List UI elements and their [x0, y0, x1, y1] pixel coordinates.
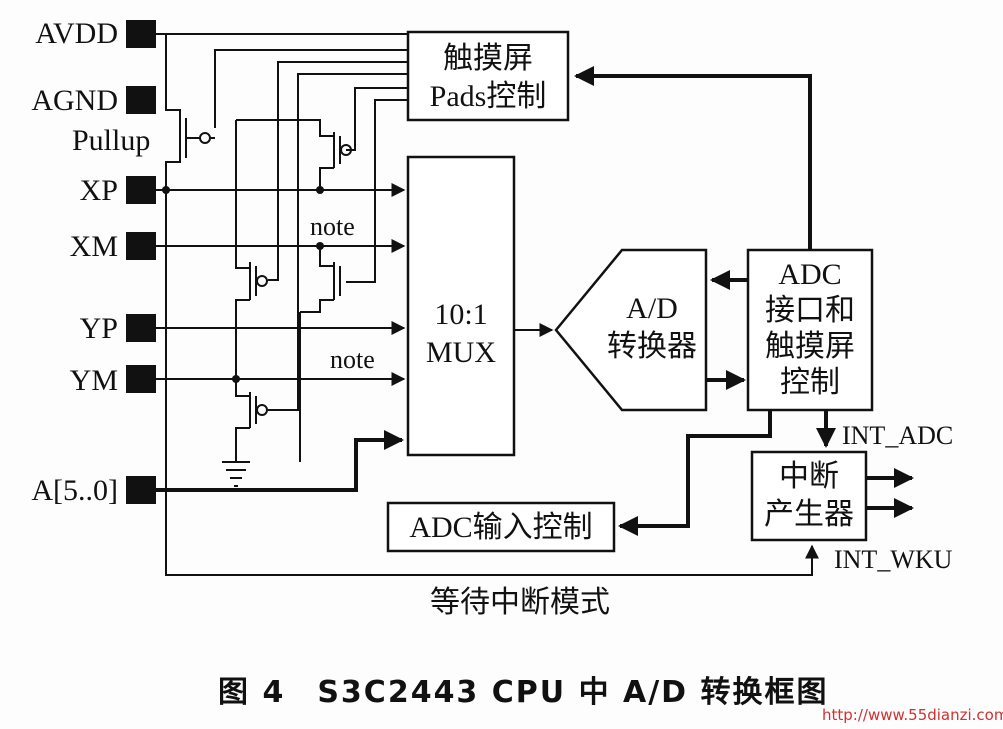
block-adc-interface: [746, 248, 874, 412]
pads-line1: 触摸屏: [443, 42, 533, 75]
label-yp: YP: [80, 312, 118, 345]
label-xp: XP: [80, 174, 118, 207]
int-wku-label: INT_WKU: [834, 545, 953, 574]
pin-xm: [126, 232, 156, 260]
int-line1: 中断: [779, 460, 839, 493]
note-label-2: note: [330, 345, 375, 374]
pin-yp: [126, 314, 156, 342]
pin-ym: [126, 365, 156, 393]
figure-caption: 图 4 S3C2443 CPU 中 A/D 转换框图: [218, 675, 829, 710]
pin-xp: [126, 176, 156, 204]
adc-input-label: ADC输入控制: [409, 511, 592, 544]
int-line2: 产生器: [764, 498, 854, 531]
block-pads-control: [406, 30, 570, 122]
pin-avdd: [126, 20, 156, 48]
note-label-1: note: [310, 212, 355, 241]
mux-line2: MUX: [426, 336, 496, 369]
pullup-transistor: [162, 34, 215, 194]
int-adc-label: INT_ADC: [842, 421, 953, 450]
wait-mode-label: 等待中断模式: [430, 586, 610, 619]
switch-network: [165, 119, 819, 576]
pin-agnd: [126, 86, 156, 114]
block-interrupt-generator: [750, 450, 868, 542]
ad-line1: A/D: [626, 292, 678, 325]
label-a: A[5..0]: [31, 474, 118, 507]
pads-line2: Pads控制: [430, 80, 547, 113]
label-agnd: AGND: [31, 84, 118, 117]
label-xm: XM: [70, 230, 118, 263]
label-pullup: Pullup: [72, 124, 150, 157]
data-path-wires: [514, 66, 914, 536]
block-ad-converter: [554, 248, 708, 412]
adc-line2: 接口和: [765, 294, 855, 327]
watermark: http://www.55dianzi.com: [822, 706, 1003, 724]
label-avdd: AVDD: [35, 17, 118, 50]
adc-line4: 控制: [780, 366, 840, 399]
mux-line1: 10:1: [434, 298, 487, 331]
pads-control-wires: [156, 33, 408, 411]
adc-line3: 触摸屏: [765, 330, 855, 363]
label-ym: YM: [70, 364, 118, 397]
ad-line2: 转换器: [607, 330, 697, 363]
adc-line1: ADC: [778, 258, 841, 291]
block-adc-input-control: [386, 501, 616, 553]
mux-input-wires: [156, 183, 406, 492]
pin-a: [126, 476, 156, 504]
block-mux: [406, 155, 516, 457]
